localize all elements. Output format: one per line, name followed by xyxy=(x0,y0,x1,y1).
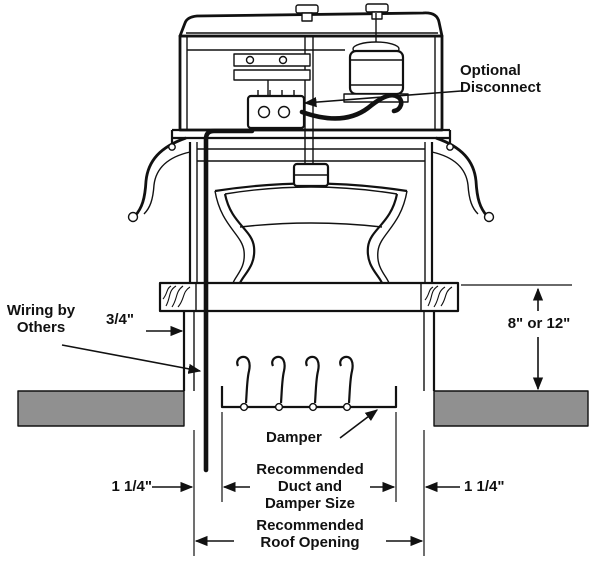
bell-right-outer xyxy=(366,193,399,284)
disconnect-terminals xyxy=(257,90,295,96)
windband-right-bead xyxy=(483,211,495,223)
label-dim-1-1-4-left: 1 1/4" xyxy=(111,478,152,495)
nailer-plate xyxy=(158,281,460,313)
bell-seam xyxy=(239,222,383,228)
pulley-right xyxy=(365,3,389,13)
windband-left-outer xyxy=(133,136,187,217)
label-optional-disconnect: Optional Disconnect xyxy=(460,62,541,96)
bell-top-inner xyxy=(224,186,398,195)
windband-left-bead xyxy=(127,211,139,223)
curb-wall-outer xyxy=(182,311,436,391)
windband-right-inner xyxy=(431,151,479,215)
bracket-bolt-2 xyxy=(278,55,288,65)
ext-lines-bottom xyxy=(193,412,425,556)
bell-left-inner xyxy=(214,190,245,284)
motor-body xyxy=(348,49,405,96)
leader-wiring xyxy=(61,344,202,374)
disconnect-switch xyxy=(246,90,306,130)
cap-wall-inner xyxy=(196,142,426,283)
damper-blade-2 xyxy=(271,355,286,404)
disconnect-box xyxy=(246,94,306,130)
nailer-joints xyxy=(195,283,422,311)
damper-axle-4 xyxy=(342,402,352,412)
pulley-left-stem xyxy=(301,12,313,22)
wood-nailer xyxy=(158,281,460,313)
label-wiring-by-others: Wiring by Others xyxy=(6,302,76,336)
label-damper: Damper xyxy=(266,429,322,446)
damper-axle-1 xyxy=(239,402,249,412)
venturi-bell xyxy=(214,182,408,284)
motor-bracket xyxy=(233,53,311,96)
curb-cap xyxy=(188,142,434,283)
pulley-left xyxy=(295,4,319,14)
flange-hook-left xyxy=(168,143,176,151)
roof-deck-right xyxy=(433,390,589,427)
leader-damper xyxy=(339,409,379,439)
label-roof-opening: Recommended Roof Opening xyxy=(256,517,364,551)
pulley-right-stem xyxy=(371,11,383,20)
damper-blade-1 xyxy=(236,355,251,404)
housing-inner-lines xyxy=(186,36,436,130)
label-dim-1-1-4-right: 1 1/4" xyxy=(464,478,505,495)
disconnect-knob-1 xyxy=(257,105,271,119)
curb-wall-inner xyxy=(193,311,425,391)
pulley-bolts xyxy=(295,3,389,22)
bracket-bolt-1 xyxy=(245,55,255,65)
motor-fins xyxy=(350,59,403,86)
drive-shaft xyxy=(304,20,314,166)
wood-grain-right xyxy=(424,285,453,308)
damper-blade-3 xyxy=(305,355,320,404)
roof-deck-left xyxy=(17,390,185,427)
windband-left-inner xyxy=(143,151,191,215)
bell-right-inner xyxy=(377,190,408,284)
disconnect-knob-2 xyxy=(277,105,291,119)
roof-curb-walls xyxy=(182,311,436,391)
label-dim-8-or-12: 8" or 12" xyxy=(507,315,571,332)
power-cable xyxy=(299,92,404,121)
flange-hook-right xyxy=(446,143,454,151)
cap-wall-outer xyxy=(188,142,434,283)
leader-optional-disconnect xyxy=(303,90,462,108)
label-duct-damper-size: Recommended Duct and Damper Size xyxy=(256,461,364,512)
windband-right-outer xyxy=(435,136,489,217)
annotations xyxy=(61,90,572,556)
roof-deck xyxy=(17,390,589,427)
label-dim-3-4: 3/4" xyxy=(106,311,134,328)
damper-assembly xyxy=(220,355,398,412)
damper-axle-3 xyxy=(308,402,318,412)
windband xyxy=(127,136,495,223)
damper-blade-4 xyxy=(339,355,354,404)
cap-deck xyxy=(197,148,425,162)
fan-shaft xyxy=(292,20,330,188)
fan-housing xyxy=(178,3,444,132)
damper-frame xyxy=(220,386,398,409)
bracket-lower xyxy=(233,69,311,81)
damper-axle-2 xyxy=(274,402,284,412)
wood-grain-left xyxy=(162,285,191,308)
bell-left-outer xyxy=(223,193,256,284)
wiring-conduit xyxy=(203,128,255,473)
bracket-upper xyxy=(233,53,311,67)
